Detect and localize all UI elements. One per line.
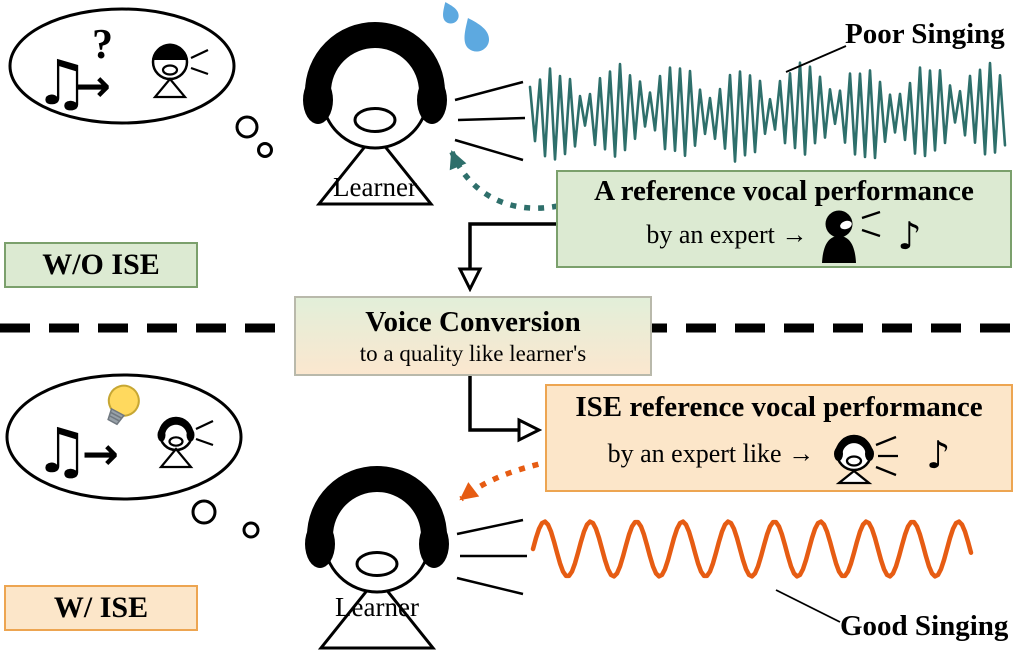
thought-trail-circle xyxy=(242,521,260,539)
music-notes-icon: ♫ xyxy=(34,414,90,487)
learner-mouth xyxy=(353,107,397,133)
reference-vocal-subtitle-row: by an expert → ♪ xyxy=(646,209,922,263)
poor-singing-label: Poor Singing xyxy=(845,18,1005,50)
learner-body xyxy=(317,575,437,650)
sound-line xyxy=(457,116,526,122)
reference-vocal-box: A reference vocal performance by an expe… xyxy=(556,170,1012,268)
thought-trail-circle xyxy=(235,115,259,139)
reference-listen-arrow xyxy=(449,150,559,211)
good-singing-label: Good Singing xyxy=(840,610,1009,642)
poor-singing-pointer-line xyxy=(785,45,847,73)
good-singing-waveform xyxy=(530,519,974,579)
headphones-band-icon xyxy=(305,22,445,93)
expert-like-learner-icon xyxy=(834,434,899,484)
vc-to-ise-arrow xyxy=(468,376,536,430)
music-note-icon: ♪ xyxy=(897,213,922,258)
voice-conversion-box: Voice Conversion to a quality like learn… xyxy=(294,296,652,376)
ise-listen-arrow xyxy=(459,458,553,502)
singing-learner-icon xyxy=(157,416,214,469)
headphone-cup-icon xyxy=(305,520,335,568)
arrow-right-icon: → xyxy=(82,429,119,480)
voice-conversion-title: Voice Conversion xyxy=(365,305,581,338)
expert-singer-icon xyxy=(822,210,881,263)
sound-line xyxy=(456,518,524,536)
headphones-band-icon xyxy=(307,466,447,537)
ise-reference-title: ISE reference vocal performance xyxy=(575,391,983,424)
ise-reference-subtitle-row: by an expert like → ♪ xyxy=(607,425,951,485)
learner-top-label: Learner xyxy=(333,172,417,202)
learner-figure-bottom xyxy=(305,466,527,650)
thought-trail-circle xyxy=(191,499,217,525)
sweat-drop-icon xyxy=(443,2,459,24)
arrow-right-icon: → xyxy=(74,61,111,112)
thought-bubble-bottom: ♫ → xyxy=(5,373,243,501)
ise-reference-subtitle: by an expert like → xyxy=(607,439,815,469)
music-note-icon: ♪ xyxy=(926,432,951,477)
voice-conversion-subtitle: to a quality like learner's xyxy=(359,340,587,366)
question-mark: ? xyxy=(92,22,113,68)
learner-mouth xyxy=(355,551,399,577)
headphone-cup-icon xyxy=(419,520,449,568)
music-notes-icon: ♫ xyxy=(34,46,90,119)
poor-singing-waveform xyxy=(528,61,1007,163)
ise-reference-box: ISE reference vocal performance by an ex… xyxy=(545,384,1013,492)
wo-ise-label: W/O ISE xyxy=(4,242,198,288)
reference-vocal-title: A reference vocal performance xyxy=(594,175,974,208)
thought-bubble-top: ♫ ? → xyxy=(8,7,236,125)
headphone-cup-icon xyxy=(417,76,447,124)
reference-to-vc-arrow xyxy=(470,222,556,286)
sound-line xyxy=(454,80,524,102)
singing-person-icon xyxy=(151,43,209,99)
learner-figure-top xyxy=(303,2,526,206)
learner-bottom-label: Learner xyxy=(335,592,419,622)
lightbulb-icon xyxy=(107,384,140,426)
sound-line xyxy=(454,138,524,162)
good-singing-pointer-line xyxy=(775,589,841,623)
thought-trail-circle xyxy=(257,142,273,158)
learner-body xyxy=(315,131,435,206)
sound-line xyxy=(456,576,524,596)
headphone-cup-icon xyxy=(303,76,333,124)
w-ise-label: W/ ISE xyxy=(4,585,198,631)
sweat-drop-icon xyxy=(464,17,490,52)
reference-vocal-subtitle: by an expert → xyxy=(646,220,808,250)
